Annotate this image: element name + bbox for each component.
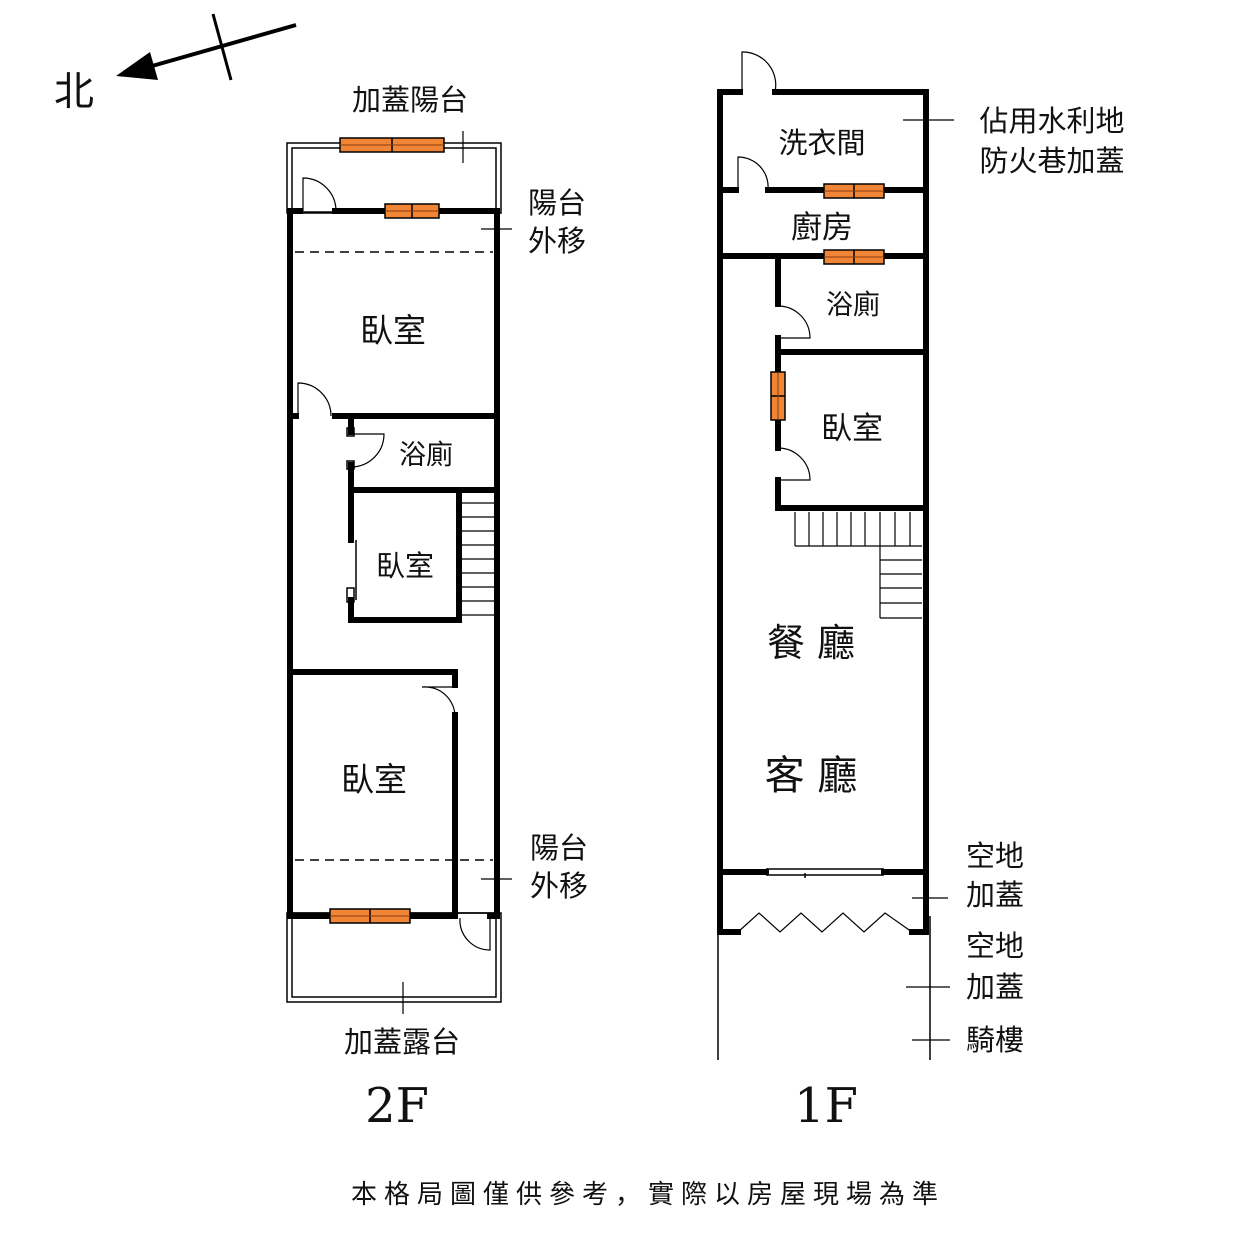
1f-room-bathroom: 浴廁: [826, 290, 880, 321]
2f-room-bathroom: 浴廁: [399, 440, 453, 471]
1f-water-land-line2: 防火巷加蓋: [979, 144, 1124, 178]
1f-open-space-2-line1: 空地: [966, 929, 1024, 963]
2f-balcony-shift-top-line1: 陽台: [528, 186, 586, 220]
2f-terrace-label: 加蓋露台: [344, 1025, 460, 1059]
1f-stairs: [794, 512, 922, 619]
1f-room-kitchen: 廚房: [791, 210, 853, 246]
2f-balcony-shift-top-line2: 外移: [528, 224, 586, 258]
2f-leaders: [402, 131, 512, 1014]
2f-balcony-shift-bottom-line2: 外移: [530, 869, 588, 903]
floor-2f: 臥室 浴廁 臥室 臥室 加蓋陽台 陽台 外移 陽台 外移 加蓋露台 2F: [286, 83, 588, 1134]
1f-open-space-1-line1: 空地: [966, 839, 1024, 873]
1f-water-land-line1: 佔用水利地: [979, 104, 1124, 138]
top-balcony-outline: [286, 142, 502, 214]
2f-floor-label: 2F: [365, 1078, 429, 1134]
1f-room-laundry: 洗衣間: [778, 126, 865, 160]
1f-room-living: 客 廳: [765, 753, 858, 799]
2f-top-balcony-label: 加蓋陽台: [352, 83, 468, 117]
1f-arcade-label: 騎樓: [966, 1023, 1024, 1057]
1f-leaders: [903, 119, 954, 1041]
2f-windows: [329, 137, 445, 924]
1f-open-space-2-line2: 加蓋: [966, 970, 1024, 1004]
1f-folding-gate: [717, 912, 929, 935]
2f-room-bedroom-3: 臥室: [341, 760, 407, 799]
floor-1f: 洗衣間 廚房 浴廁 臥室 餐 廳 客 廳 佔用水利地 防火巷加蓋 空地 加蓋 空…: [717, 51, 1125, 1134]
disclaimer: 本格局圖僅供參考，實際以房屋現場為準: [351, 1180, 945, 1210]
north-label: 北: [54, 69, 94, 115]
north-arrow-icon: [116, 13, 297, 81]
2f-balcony-shift-bottom-line1: 陽台: [530, 831, 588, 865]
2f-room-bedroom-1: 臥室: [360, 311, 426, 350]
1f-windows: [770, 183, 885, 421]
1f-floor-label: 1F: [794, 1078, 858, 1134]
2f-doors: [297, 177, 491, 951]
1f-open-space-1-line2: 加蓋: [966, 878, 1024, 912]
terrace-outline: [286, 912, 502, 1003]
1f-room-bedroom: 臥室: [821, 411, 883, 447]
1f-doors: [737, 51, 811, 481]
2f-stairs: [461, 502, 495, 616]
1f-walls: [717, 89, 929, 935]
1f-room-dining: 餐 廳: [767, 621, 855, 665]
2f-room-bedroom-2: 臥室: [376, 549, 434, 583]
